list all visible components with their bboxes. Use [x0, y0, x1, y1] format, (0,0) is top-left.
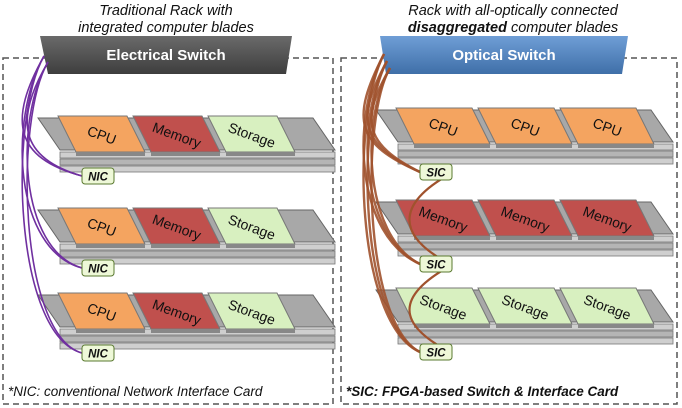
- tag-label: NIC: [88, 349, 109, 361]
- blade-plate: [397, 157, 674, 165]
- right_panel-tag-2: SIC: [419, 255, 453, 273]
- right-footnote: *SIC: FPGA-based Switch & Interface Card: [346, 384, 619, 399]
- right_panel-blade-3-module-storage: Storage: [395, 287, 491, 328]
- left_panel-blade-2-module-memory: Memory: [132, 207, 221, 248]
- right_panel-blade-1-module-cpu: CPU: [559, 107, 655, 148]
- right-caption-rest: computer blades: [507, 20, 618, 36]
- electrical-switch: Electrical Switch: [40, 36, 292, 74]
- right-rack-frame: [340, 57, 678, 405]
- tag-label: SIC: [426, 260, 446, 272]
- electrical-link: [26, 61, 83, 354]
- right-caption-bold: disaggregated: [408, 20, 508, 36]
- left_panel-blade-1-module-cpu: CPU: [57, 115, 146, 156]
- left_panel-tag-1: NIC: [81, 167, 115, 185]
- right_panel-blade-1-module-cpu: CPU: [477, 107, 573, 148]
- left-footnote: *NIC: conventional Network Interface Car…: [8, 384, 263, 399]
- right-caption-line2: disaggregated computer blades: [408, 20, 618, 36]
- left_panel-blade-1-module-storage: Storage: [207, 115, 296, 156]
- left_panel-blade-3-module-cpu: CPU: [57, 292, 146, 333]
- left_panel-blade-2-module-cpu: CPU: [57, 207, 146, 248]
- left_panel-blade-3-module-storage: Storage: [207, 292, 296, 333]
- blade-plate: [397, 337, 674, 345]
- left-caption-line1: Traditional Rack with: [99, 3, 233, 19]
- left_panel-blade-3-module-memory: Memory: [132, 292, 221, 333]
- blade-plate: [59, 250, 336, 258]
- right_panel-blade-3-module-storage: Storage: [477, 287, 573, 328]
- electrical-switch-label: Electrical Switch: [106, 47, 225, 64]
- right_panel-blade-2-module-memory: Memory: [395, 199, 491, 240]
- blade-plate: [397, 249, 674, 257]
- blade-plate: [397, 330, 674, 338]
- left_panel-blade-2-module-storage: Storage: [207, 207, 296, 248]
- right_panel-blade-2-module-memory: Memory: [477, 199, 573, 240]
- tag-label: SIC: [426, 348, 446, 360]
- left_panel-blade-1-module-memory: Memory: [132, 115, 221, 156]
- tag-label: NIC: [88, 264, 109, 276]
- blade-plate: [397, 242, 674, 250]
- optical-cross-link: [408, 173, 451, 265]
- left_panel-tag-3: NIC: [81, 344, 115, 362]
- right_panel-blade-3-module-storage: Storage: [559, 287, 655, 328]
- optical-link: [370, 67, 421, 354]
- right_panel-blade-1-module-cpu: CPU: [395, 107, 491, 148]
- blade-plate: [59, 257, 336, 265]
- tag-label: NIC: [88, 172, 109, 184]
- blade-plate: [59, 158, 336, 166]
- optical-switch: Optical Switch: [380, 36, 628, 74]
- right_panel-tag-1: SIC: [419, 163, 453, 181]
- left-caption-line2: integrated computer blades: [78, 20, 254, 36]
- blade-plate: [59, 342, 336, 350]
- left_panel-tag-2: NIC: [81, 259, 115, 277]
- tag-label: SIC: [426, 168, 446, 180]
- electrical-link: [21, 55, 83, 354]
- right-caption-line1: Rack with all-optically connected: [408, 3, 618, 19]
- optical-cross-link: [408, 265, 451, 353]
- electrical-link: [26, 61, 83, 269]
- electrical-link: [21, 55, 83, 269]
- blade-plate: [397, 150, 674, 158]
- links-layer: [21, 53, 451, 354]
- right_panel-blade-2-module-memory: Memory: [559, 199, 655, 240]
- tags-layer: NIC NIC NIC SIC SIC SIC: [81, 163, 453, 362]
- optical-switch-label: Optical Switch: [452, 47, 555, 64]
- right_panel-tag-3: SIC: [419, 343, 453, 361]
- blade-plate: [59, 335, 336, 343]
